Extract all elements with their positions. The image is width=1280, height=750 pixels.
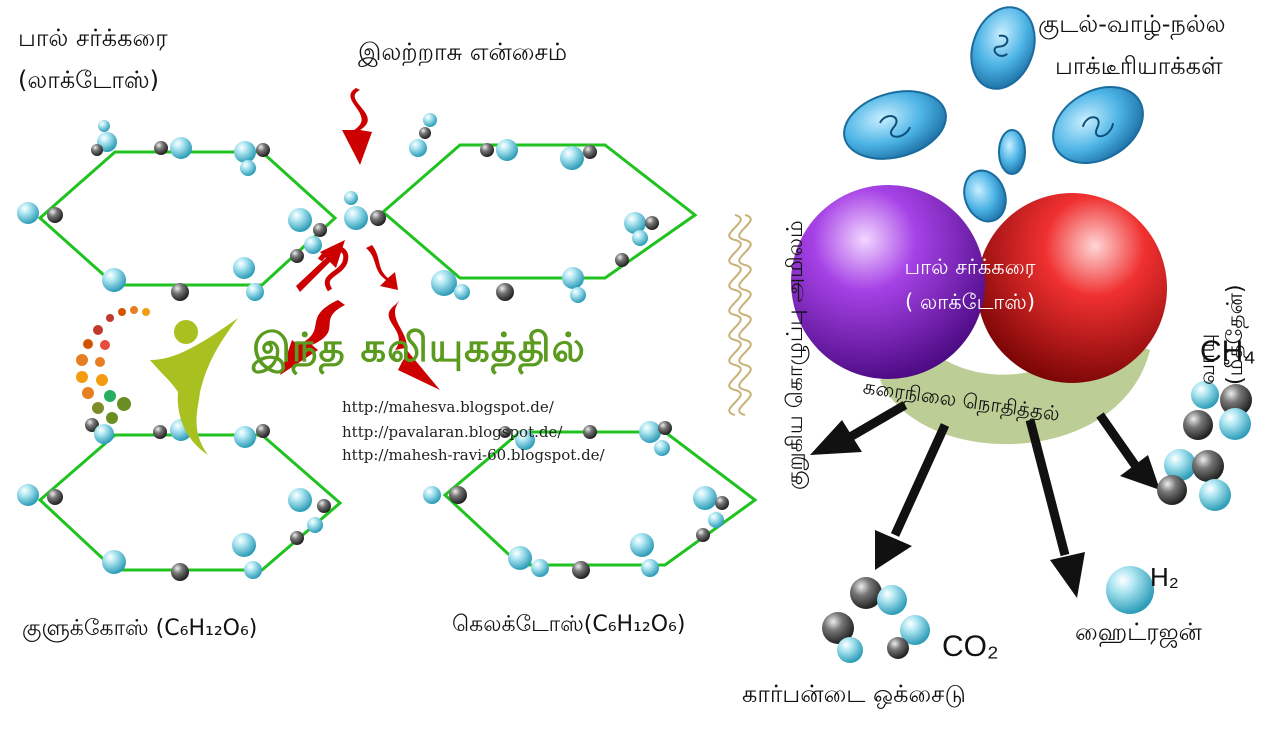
lactose-title-line2: (லாக்டோஸ்) bbox=[18, 66, 159, 94]
enzyme-arrows bbox=[280, 88, 440, 390]
co2-molecules bbox=[822, 577, 930, 663]
ring-atoms bbox=[17, 113, 729, 581]
enzyme-label: இலற்றாசு என்சைம் bbox=[358, 38, 568, 66]
center-label-line1: பால் சர்க்கரை bbox=[904, 255, 1036, 279]
product-arrows bbox=[810, 401, 1160, 598]
bacteria-label-line2: பாக்டீரியாக்கள் bbox=[1055, 52, 1223, 80]
center-label-line2: ( லாக்டோஸ்) bbox=[904, 290, 1036, 314]
glucose-label: குளுக்கோஸ் (C₆H₁₂O₆) bbox=[22, 616, 258, 641]
bacteria-label-line1: குடல்-வாழ்-நல்ல bbox=[1038, 10, 1226, 38]
galactose-label: கெலக்டோஸ்(C₆H₁₂O₆) bbox=[452, 612, 686, 637]
acid-label: குறுகிய கொழுப்பு அமிலம் bbox=[783, 220, 808, 490]
url-2[interactable]: http://pavalaran.blogspot.de/ bbox=[342, 423, 563, 441]
lactose-spheres bbox=[791, 185, 1167, 445]
logo-figure bbox=[76, 306, 238, 455]
bacteria-cluster bbox=[843, 6, 1144, 223]
hydrogen-label: ஹைட்ரஜன் bbox=[1075, 618, 1202, 646]
methane-molecules bbox=[1157, 381, 1252, 511]
ch4-formula: CH₄ bbox=[1200, 335, 1256, 368]
hydrogen-molecule bbox=[1106, 566, 1154, 614]
co2-formula: CO₂ bbox=[942, 630, 999, 663]
co2-label: கார்பன்டை ஒக்சைடு bbox=[742, 680, 966, 708]
url-3[interactable]: http://mahesh-ravi-60.blogspot.de/ bbox=[342, 446, 605, 464]
logo-text: இந்த கலியுகத்தில் bbox=[252, 325, 586, 371]
h2-formula: H₂ bbox=[1150, 562, 1179, 592]
url-1[interactable]: http://mahesva.blogspot.de/ bbox=[342, 398, 554, 416]
lactose-title-line1: பால் சர்க்கரை bbox=[18, 24, 168, 52]
galactose-ring-top bbox=[380, 143, 698, 280]
wavy-decoration bbox=[728, 214, 752, 416]
